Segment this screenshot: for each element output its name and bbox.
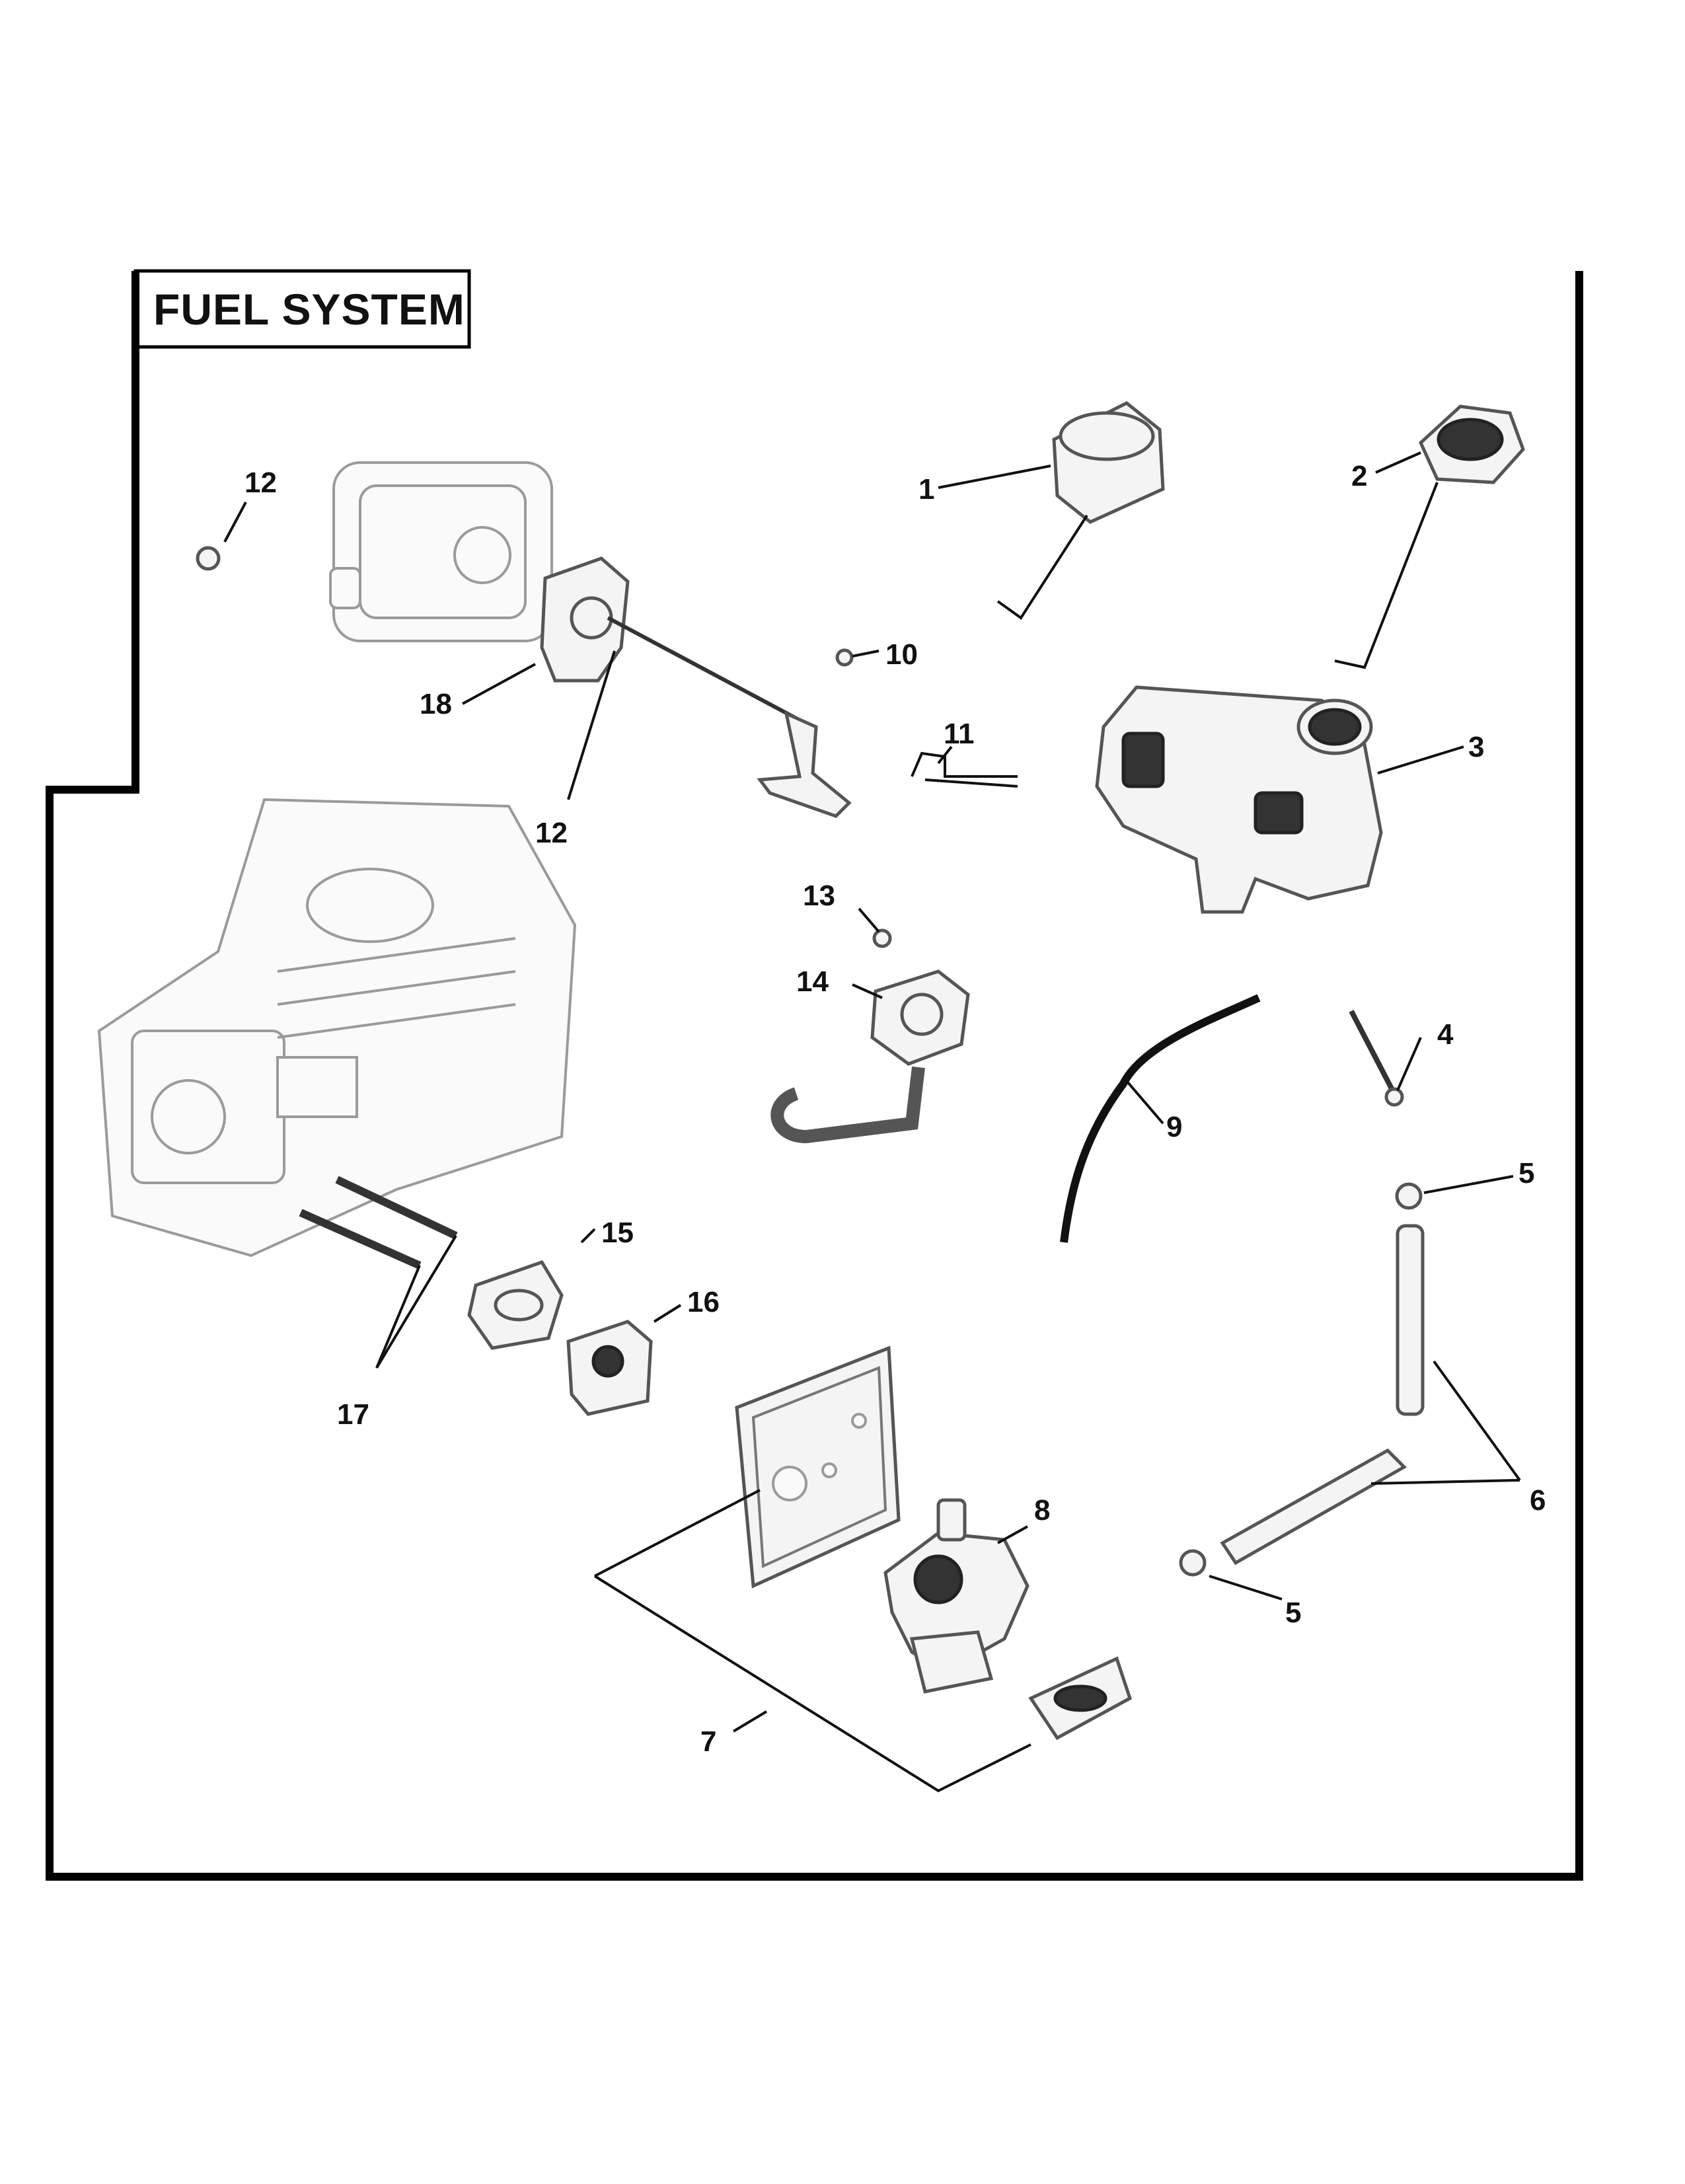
callout-labels: 1 2 3 4 5 5 6 7 8 9 10 11 12 12 13 14 15… [244,460,1546,1758]
screw-part [835,648,892,948]
vent-hose-part [1060,994,1261,1243]
callout-6: 6 [1530,1484,1546,1517]
callout-2: 2 [1351,460,1367,492]
fuel-filter-part [1349,1010,1404,1107]
hose-clamp-part [1179,1182,1423,1577]
callout-8: 8 [1034,1494,1050,1526]
callout-7: 7 [700,1725,716,1758]
callout-15: 15 [601,1217,634,1249]
callout-12-upper: 12 [244,467,277,499]
callout-3: 3 [1468,731,1484,763]
spring-part [911,751,1018,788]
gasket-kit-part [735,1345,1133,1741]
callout-11: 11 [944,718,975,750]
callout-13: 13 [803,880,835,912]
dowel-pins-part [299,1176,458,1269]
callout-4: 4 [1437,1018,1454,1051]
fuel-tank-part [1095,685,1383,914]
callout-9: 9 [1166,1111,1182,1143]
page-title: FUEL SYSTEM [153,285,465,334]
gasket-part [467,1260,564,1350]
carburetor-spacer-part [566,1320,653,1416]
callout-16: 16 [687,1286,720,1318]
callout-5-upper: 5 [1518,1157,1534,1189]
fuel-cap-part [996,401,1525,669]
callout-1: 1 [918,473,934,506]
fuel-line-part [1220,1224,1425,1565]
leader-lines [223,451,1521,1793]
callout-5-lower: 5 [1285,1597,1301,1629]
governor-bracket-part [540,556,852,818]
callout-12-lower: 12 [535,817,568,849]
callout-18: 18 [420,688,452,720]
muffler-illustration [329,461,553,642]
callout-14: 14 [796,965,829,998]
diagram-frame [46,269,1583,1881]
callout-10: 10 [885,638,918,671]
callout-17: 17 [337,1398,369,1431]
engine-block-illustration [97,798,577,1258]
fuel-pump-part [770,969,970,1144]
carburetor-part [883,1498,1030,1694]
